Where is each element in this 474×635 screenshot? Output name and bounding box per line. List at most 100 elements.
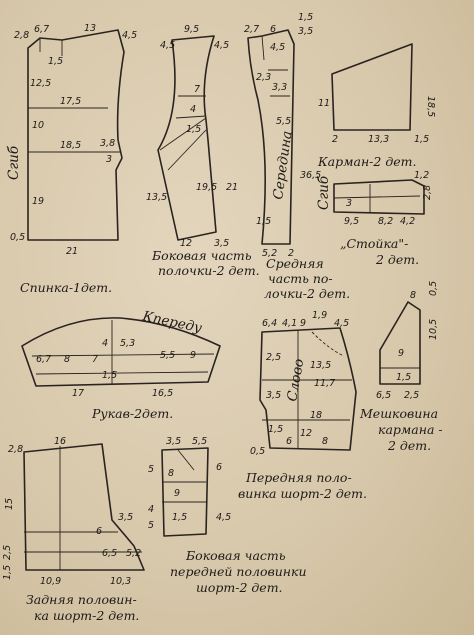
- dim-label: 8: [410, 290, 416, 301]
- dim-label: 2,3: [256, 72, 271, 83]
- front-middle-caption-2: часть по-: [268, 271, 333, 286]
- shorts-back-caption-1: Задняя половин-: [26, 592, 137, 607]
- dim-label: 0,5: [250, 446, 265, 457]
- dim-label: 4,5: [216, 512, 231, 523]
- front-middle-caption-3: лочки-2 дет.: [264, 286, 350, 301]
- front-middle-caption-1: Средняя: [266, 256, 324, 271]
- shorts-front-piece: 6,4 4,1 9 1,9 4,5 2,5 13,5 11,7 3,5 18 1…: [238, 310, 367, 501]
- dim-label: 10: [32, 120, 44, 131]
- dim-label: 6,7: [34, 24, 49, 35]
- dim-label: 3,5: [166, 436, 181, 447]
- dim-label: 1,5: [256, 216, 271, 227]
- shorts-side-guides: [162, 449, 206, 503]
- collar-guides: [333, 184, 421, 212]
- dim-label: 1,5: [186, 124, 201, 135]
- pocket-bag-caption-1: Мешковина: [359, 406, 438, 421]
- dim-label: 1,5: [102, 370, 117, 381]
- dim-label: 18: [310, 410, 322, 421]
- grain-label: Слово: [284, 358, 307, 403]
- dim-label: 6,5: [376, 390, 391, 401]
- dim-label: 3: [346, 198, 352, 209]
- dim-label: 21: [66, 246, 78, 257]
- back-piece: 6,7 13 4,5 2,8 1,5 12,5 17,5 10 18,5 3,8…: [6, 23, 137, 295]
- dim-label: 5: [148, 464, 154, 475]
- pocket-bag-outline: [379, 301, 421, 385]
- dim-label: 13,3: [368, 134, 389, 145]
- sleeve-caption: Рукав-2дет.: [91, 406, 173, 421]
- back-outline: [27, 29, 125, 241]
- pocket-bag-piece: 8 9 1,5 6,5 2,5 10,5 0,5 Мешковина карма…: [359, 281, 443, 453]
- dim-label: 8: [322, 436, 328, 447]
- collar-fold-label: Сгиб: [316, 175, 332, 210]
- collar-piece: 3 9,5 8,2 4,2 1,2 2,8 Сгиб „Стойка"- 2 д…: [316, 170, 433, 267]
- shorts-front-caption-2: винка шорт-2 дет.: [238, 486, 367, 501]
- dim-label: 12,5: [30, 78, 51, 89]
- dim-label: 3,8: [100, 138, 115, 149]
- dim-label: 18,5: [425, 96, 436, 117]
- dim-label: 1,5: [172, 512, 187, 523]
- dim-label: 1,5: [268, 424, 283, 435]
- dim-label: 4,1: [282, 318, 297, 329]
- sleeve-piece: 6,7 8 7 4 5,3 5,5 9 17 16,5 1,5 Кпереду …: [21, 308, 221, 421]
- front-middle-guides: [261, 35, 290, 97]
- dim-label: 1,2: [414, 170, 429, 181]
- dim-label: 9,5: [344, 216, 359, 227]
- front-side-guides: [159, 95, 207, 171]
- dim-label: 8: [64, 354, 70, 365]
- dim-label: 3,5: [118, 512, 133, 523]
- dim-label: 3,5: [266, 390, 281, 401]
- front-side-caption-1: Боковая часть: [151, 248, 252, 263]
- front-middle-outline: [247, 29, 295, 245]
- front-side-caption-2: полочки-2 дет.: [158, 263, 260, 278]
- front-middle-piece: 2,7 6 1,5 3,5 4,5 2,3 3,3 5,5 36,5 1,5 5…: [244, 12, 350, 301]
- dim-label: 10,5: [428, 319, 439, 340]
- dim-label: 7: [92, 354, 98, 365]
- dim-label: 9: [174, 488, 180, 499]
- dim-label: 1,5: [48, 56, 63, 67]
- dim-label: 7: [194, 84, 200, 95]
- front-direction-label: Кпереду: [140, 308, 203, 336]
- dim-label: 10,3: [110, 576, 131, 587]
- dim-label: 9,5: [184, 24, 199, 35]
- shorts-side-caption-2: передней половинки: [170, 564, 307, 579]
- shorts-side-piece: 3,5 5,5 5 8 9 1,5 4 5 6 4,5 Боковая част…: [148, 436, 307, 595]
- dim-label: 19: [32, 196, 44, 207]
- dim-label: 1,5: [2, 565, 13, 580]
- dim-label: 5,5: [276, 116, 291, 127]
- dim-label: 6: [270, 24, 276, 35]
- dim-label: 6,5: [102, 548, 117, 559]
- collar-caption-2: 2 дет.: [375, 252, 419, 267]
- dim-label: 17: [72, 388, 84, 399]
- dim-label: 16: [54, 436, 66, 447]
- dim-label: 2,8: [422, 185, 433, 200]
- dim-label: 11,7: [314, 378, 335, 389]
- dim-label: 4: [148, 504, 154, 515]
- dim-label: 4,5: [270, 42, 285, 53]
- dim-label: 4,5: [214, 40, 229, 51]
- shorts-front-pocket-line: [311, 331, 345, 357]
- pocket-caption: Карман-2 дет.: [317, 154, 416, 169]
- dim-label: 5: [148, 520, 154, 531]
- dim-label: 2: [288, 248, 294, 259]
- dim-label: 3,5: [298, 26, 313, 37]
- sleeve-guides: [31, 320, 215, 384]
- shorts-back-piece: 2,8 16 15 3,5 6 6,5 5,2 10,9 10,3 2,5 1,…: [2, 436, 145, 623]
- shorts-side-caption-1: Боковая часть: [185, 548, 286, 563]
- dim-label: 2,7: [244, 24, 259, 35]
- dim-label: 6: [96, 526, 102, 537]
- shorts-side-caption-3: шорт-2 дет.: [196, 580, 283, 595]
- back-caption: Спинка-1дет.: [20, 280, 112, 295]
- pocket-bag-caption-2: кармана -: [378, 422, 443, 437]
- dim-label: 5,5: [160, 350, 175, 361]
- dim-label: 2,5: [266, 352, 281, 363]
- dim-label: 0,5: [10, 232, 25, 243]
- front-side-outline: [157, 35, 217, 241]
- dim-label: 4: [190, 104, 196, 115]
- dim-label: 4,5: [160, 40, 175, 51]
- sleeve-outline: [21, 317, 221, 387]
- shorts-back-guides: [24, 446, 142, 570]
- dim-label: 2,8: [14, 30, 29, 41]
- dim-label: 13,5: [310, 360, 331, 371]
